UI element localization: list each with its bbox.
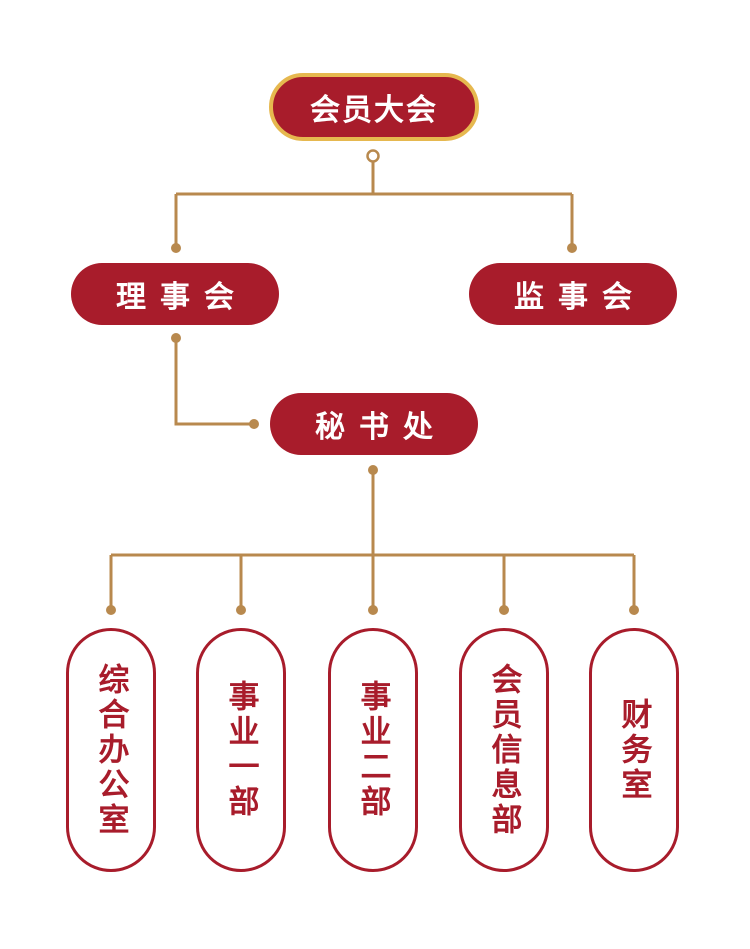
node-dept-label: 事业一部 [222,680,259,820]
connector-board-to-secretariat [174,338,252,426]
node-dept-label: 会员信息部 [485,662,522,838]
connector-dot [106,605,116,615]
node-dept-business-two: 事业二部 [328,628,418,872]
node-board-label: 理事会 [116,280,248,315]
node-dept-member-info: 会员信息部 [459,628,549,872]
node-dept-business-one: 事业一部 [196,628,286,872]
node-dept-label: 事业二部 [354,680,391,820]
connector-dot [368,605,378,615]
connector-hollow-dot [366,149,380,163]
node-dept-label: 财务室 [615,697,652,803]
node-dept-general-office: 综合办公室 [66,628,156,872]
node-dept-finance: 财务室 [589,628,679,872]
node-dept-label: 综合办公室 [92,662,129,838]
connector-dot [567,243,577,253]
connector-dot [499,605,509,615]
connector-dot [171,333,181,343]
node-secretariat: 秘书处 [270,393,478,455]
connector-dot [236,605,246,615]
connector-dot [368,465,378,475]
node-member-assembly-label: 会员大会 [310,93,438,128]
connector-dot [171,243,181,253]
node-secretariat-label: 秘书处 [315,410,447,445]
connector-dot [629,605,639,615]
node-member-assembly: 会员大会 [269,73,479,141]
node-supervisory-label: 监事会 [514,280,646,315]
connector-dot [249,419,259,429]
node-board: 理事会 [71,263,279,325]
node-supervisory: 监事会 [469,263,677,325]
